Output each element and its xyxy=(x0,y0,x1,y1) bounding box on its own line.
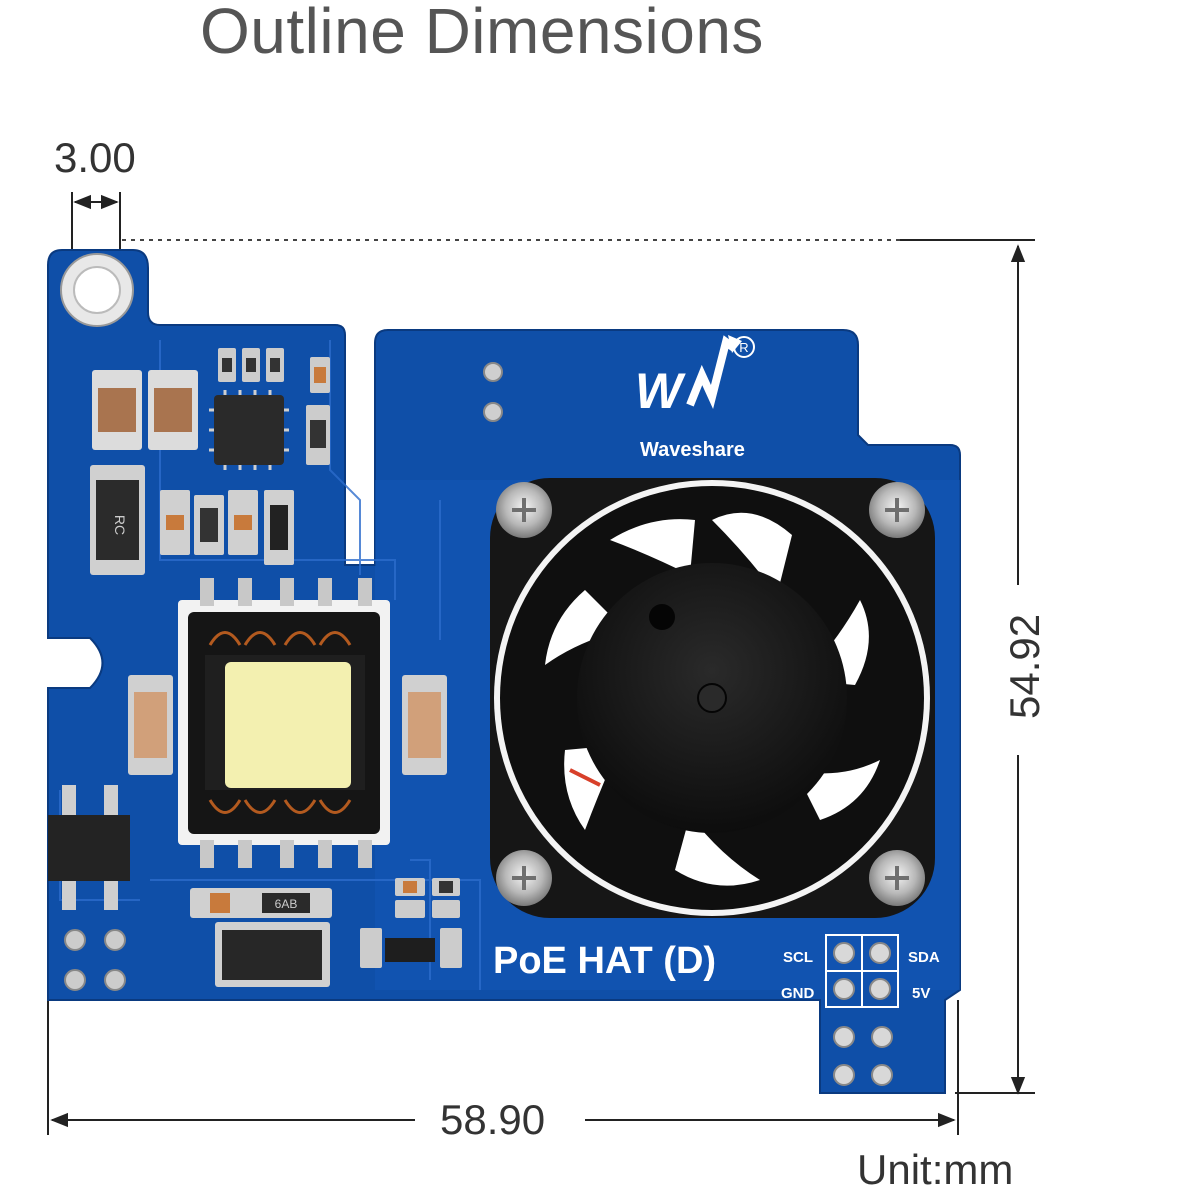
svg-text:W: W xyxy=(635,363,686,419)
small-resistors xyxy=(218,348,330,465)
pin-label-sda: SDA xyxy=(908,949,940,966)
svg-text:R: R xyxy=(739,340,748,355)
page-title: Outline Dimensions xyxy=(200,0,764,67)
small-parts-bottom xyxy=(360,878,462,968)
diode-mark: RC xyxy=(112,515,128,535)
pin-label-scl: SCL xyxy=(783,949,813,966)
bridge-rectifier xyxy=(48,785,130,910)
pin-label-5v: 5V xyxy=(912,985,930,1002)
side-capacitors xyxy=(128,675,447,775)
small-components-row xyxy=(160,490,294,565)
chip-mark: 6AB xyxy=(275,897,298,911)
ic-chip-controller xyxy=(209,390,289,470)
fan-screws xyxy=(496,482,925,906)
test-pads-left xyxy=(64,929,126,991)
pin-header xyxy=(825,934,899,1086)
cooling-fan xyxy=(490,478,935,918)
width-label: 58.90 xyxy=(440,1096,546,1143)
hole-offset-label: 3.00 xyxy=(54,134,136,181)
transformer xyxy=(178,578,390,868)
mosfet-6ab: 6AB xyxy=(190,888,332,987)
height-label: 54.92 xyxy=(1001,613,1048,719)
diode-rc: RC xyxy=(90,465,145,575)
unit-label: Unit:mm xyxy=(857,1146,1014,1193)
brand-label: Waveshare xyxy=(640,439,745,461)
waveshare-logo: W R Waveshare xyxy=(635,335,755,461)
pin-label-gnd: GND xyxy=(781,985,815,1002)
vias-top xyxy=(483,362,503,422)
capacitors-top-left xyxy=(92,370,198,450)
product-label: PoE HAT (D) xyxy=(493,940,716,982)
